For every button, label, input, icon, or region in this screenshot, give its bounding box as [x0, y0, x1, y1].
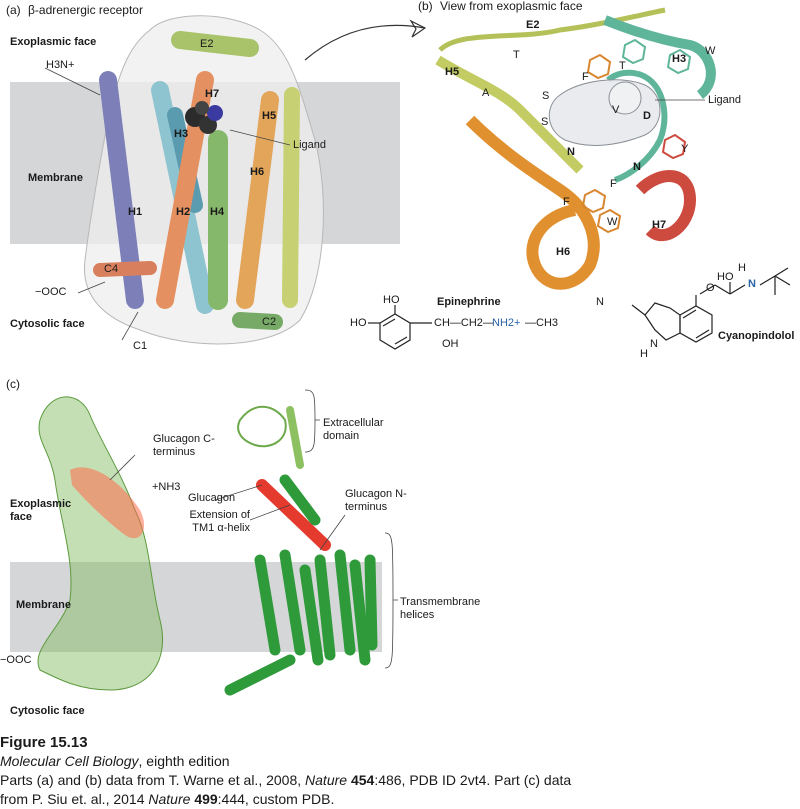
figure-number: Figure 15.13 — [0, 734, 88, 751]
exoplasmic-face-c: Exoplasmic face — [10, 498, 72, 523]
residue-f2: F — [610, 178, 617, 190]
residue-n2: N — [633, 161, 641, 173]
membrane-label-a: Membrane — [28, 172, 84, 184]
citation-b-text: from P. Siu et. al., 2014 — [0, 791, 149, 807]
ligand-molecule-a — [185, 101, 223, 134]
c-terminus-c: −OOC — [0, 654, 32, 666]
helix-h1-a: H1 — [128, 206, 143, 218]
citation-a-volume: 454 — [350, 772, 375, 788]
c-terminus-a: −OOC — [35, 286, 67, 298]
helix-h3-b: H3 — [672, 53, 687, 65]
citation-b-pages: :444, custom PDB. — [217, 791, 335, 807]
citation-a-journal: Nature — [305, 772, 348, 788]
cyano-amine-h: H — [738, 262, 746, 274]
edition: , eighth edition — [138, 753, 230, 769]
helix-h5-a: H5 — [262, 110, 277, 122]
glucagon-nterminus-label: Glucagon N-terminus — [345, 488, 407, 513]
glucagon-cterminus-label: Glucagon C-terminus — [153, 433, 215, 458]
cyano-hydroxyl: HO — [717, 271, 734, 283]
residue-d: D — [643, 110, 651, 122]
ligand-label-b: Ligand — [708, 94, 742, 106]
cytosolic-face-c: Cytosolic face — [10, 705, 85, 717]
residue-f3: F — [563, 196, 570, 208]
cyano-nitrile-n: N — [596, 296, 604, 308]
membrane-label-c: Membrane — [16, 599, 72, 611]
helix-h7-a: H7 — [205, 88, 220, 100]
cytosolic-face-a: Cytosolic face — [10, 318, 85, 330]
epinephrine-chain: CH—CH2— — [434, 317, 494, 329]
epinephrine-ho-left: HO — [350, 317, 367, 329]
loop-c2-a: C2 — [262, 316, 277, 328]
panel-c-tag: (c) — [6, 377, 20, 391]
epinephrine-amine: NH2+ — [492, 317, 521, 329]
panel-b-title: View from exoplasmic face — [440, 0, 583, 13]
cyano-ring-h: H — [640, 348, 648, 360]
helix-h6-a: H6 — [250, 166, 265, 178]
n-terminus-a: H3N+ — [46, 59, 75, 71]
caption-line-2: Molecular Cell Biology, eighth edition — [0, 753, 230, 769]
citation-a-pages: :486, PDB ID 2vt4. Part (c) data — [374, 772, 572, 788]
nh3-label: +NH3 — [152, 481, 181, 493]
citation-a-text: Parts (a) and (b) data from T. Warne et … — [0, 772, 306, 788]
epinephrine-structure — [368, 305, 432, 350]
cyano-amine-n: N — [748, 278, 756, 290]
helix-h2-a: H2 — [176, 206, 191, 218]
cyano-ether-o: O — [706, 282, 715, 294]
helix-h5-b: H5 — [445, 66, 460, 78]
cyanopindolol-structure — [631, 267, 791, 343]
glucagon-receptor-surface — [37, 396, 164, 691]
loop-e2-a: E2 — [200, 38, 214, 50]
epinephrine-ho-top: HO — [383, 294, 400, 306]
residue-v: V — [612, 104, 620, 116]
citation-b-volume: 499 — [194, 791, 218, 807]
view-arrow — [304, 24, 426, 61]
helix-h6-b: H6 — [556, 246, 571, 258]
ligand-label-a: Ligand — [293, 139, 327, 151]
glucagon-helix-surface — [70, 467, 145, 539]
panel-a-tag: (a) — [6, 3, 21, 17]
transmembrane-helices-label: Transmembrane helices — [400, 596, 481, 621]
residue-s2: S — [541, 116, 549, 128]
loop-e2-b: E2 — [526, 19, 540, 31]
caption-line-4: from P. Siu et. al., 2014 Nature 499:444… — [0, 791, 334, 807]
residue-y: Y — [681, 143, 689, 155]
figure-artwork — [10, 7, 791, 696]
extension-tm1-label: Extension of TM1 α-helix — [189, 509, 250, 534]
cyano-ring-n: N — [650, 338, 658, 350]
tm-helices-c — [224, 474, 378, 696]
exoplasmic-face-a: Exoplasmic face — [10, 36, 97, 48]
helix-h7-b: H7 — [652, 219, 667, 231]
residue-w2: W — [607, 216, 618, 228]
residue-n1: N — [567, 146, 575, 158]
panel-a-title: β-adrenergic receptor — [28, 3, 143, 17]
book-title: Molecular Cell Biology — [0, 753, 139, 769]
residue-t2: T — [619, 60, 626, 72]
figure-caption: Figure 15.13 Molecular Cell Biology, eig… — [0, 733, 800, 809]
panel-b-structure — [435, 7, 716, 290]
helix-h4-a: H4 — [210, 206, 225, 218]
loop-c4-a: C4 — [104, 263, 119, 275]
epinephrine-oh: OH — [442, 338, 459, 350]
glucagon-helix — [256, 479, 331, 551]
residue-f1: F — [582, 71, 589, 83]
panel-b-tag: (b) — [418, 0, 433, 13]
residue-t1: T — [513, 49, 520, 61]
residue-s1: S — [542, 90, 550, 102]
glucagon-label: Glucagon — [188, 492, 236, 504]
residue-a: A — [482, 87, 490, 99]
citation-b-journal: Nature — [148, 791, 191, 807]
loop-c1-a: C1 — [133, 340, 148, 352]
cyanopindolol-label: Cyanopindolol — [718, 330, 795, 342]
residue-w1: W — [705, 45, 716, 57]
extracellular-domain-label: Extracellular domain — [323, 417, 384, 442]
ribbon-extracellular — [237, 405, 304, 469]
helix-h3-a: H3 — [174, 128, 189, 140]
caption-line-3: Parts (a) and (b) data from T. Warne et … — [0, 772, 571, 788]
epinephrine-label: Epinephrine — [437, 296, 501, 308]
epinephrine-methyl: —CH3 — [525, 317, 559, 329]
